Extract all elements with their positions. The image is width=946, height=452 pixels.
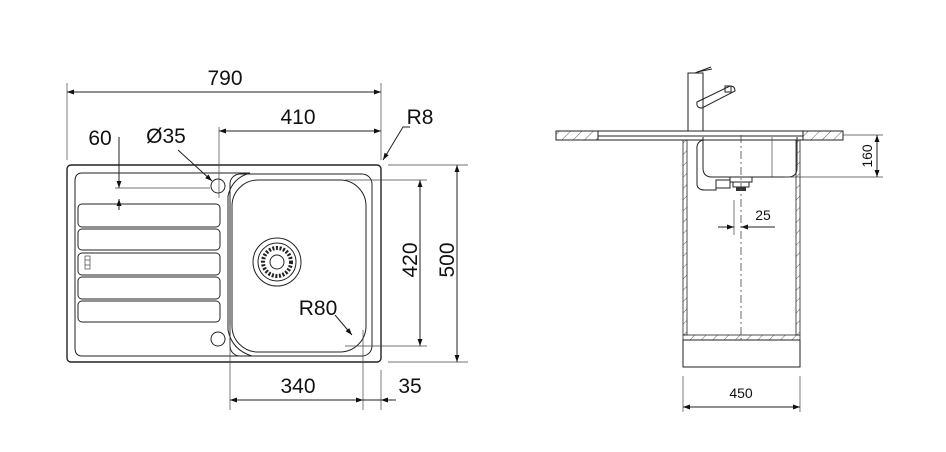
drain-fitting xyxy=(715,176,753,191)
dim-overall-width: 790 xyxy=(207,67,242,90)
overflow-pipe xyxy=(696,139,717,191)
overflow-hole xyxy=(210,331,226,347)
dim-drainer-offset: 60 xyxy=(88,127,111,150)
bowl-rim xyxy=(229,173,373,357)
cabinet xyxy=(682,139,801,368)
bowl-inner xyxy=(231,179,367,353)
dim-cabinet-width: 450 xyxy=(729,385,753,401)
dim-tap-hole: Ø35 xyxy=(146,125,186,148)
dim-bowl-length: 420 xyxy=(399,242,422,277)
dim-overall-depth: 500 xyxy=(436,242,459,277)
dim-bowl-width: 340 xyxy=(280,375,315,398)
drain-strainer xyxy=(252,237,302,287)
tap-hole xyxy=(210,178,226,194)
dim-drain-offset: 25 xyxy=(755,207,771,223)
countertop-left xyxy=(555,130,599,141)
dim-bowl-radius: R80 xyxy=(299,297,338,320)
faucet xyxy=(687,66,736,132)
side-bowl xyxy=(702,137,798,178)
dim-corner-radius: R8 xyxy=(407,106,434,129)
overflow-slot xyxy=(84,255,91,270)
sink-outline xyxy=(66,164,382,363)
dim-bowl-depth: 160 xyxy=(859,144,875,168)
dim-bowl-offset: 410 xyxy=(280,106,315,129)
countertop-right xyxy=(802,130,844,141)
dim-rim-width: 35 xyxy=(398,375,421,398)
drainer-outline xyxy=(74,172,253,357)
side-view: 25 160 450 xyxy=(555,66,883,412)
plan-view: 790 410 60 Ø35 R8 R80 420 500 340 xyxy=(66,67,468,410)
drainer-ribs xyxy=(77,203,221,323)
